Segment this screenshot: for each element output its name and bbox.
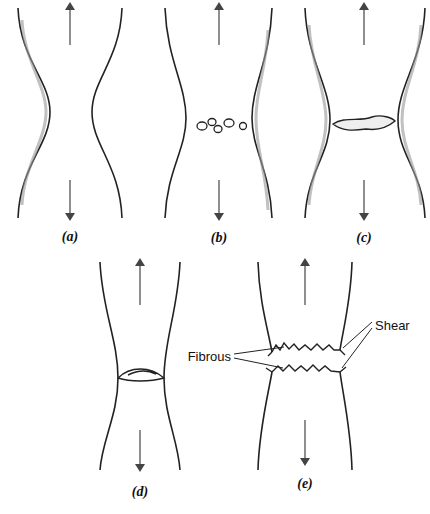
specimen-edge <box>398 8 425 218</box>
specimen-edge <box>92 8 122 218</box>
specimen-edge <box>164 262 180 470</box>
specimen-edge <box>258 372 272 470</box>
panel-label: (a) <box>62 230 78 244</box>
panel-label: (c) <box>356 231 372 245</box>
load-arrows <box>70 6 364 468</box>
region-label: Fibrous <box>188 350 231 363</box>
specimen-outlines <box>18 8 425 470</box>
specimen-edge <box>340 372 352 470</box>
specimen-edge <box>258 262 272 352</box>
specimen-edge <box>18 8 50 218</box>
leader-lines <box>234 322 372 368</box>
crack <box>118 369 164 381</box>
panel-label: (d) <box>132 485 148 499</box>
crack <box>333 116 395 130</box>
specimen-edge <box>340 262 352 350</box>
specimen-edge <box>165 8 186 218</box>
specimen-edge <box>305 8 330 218</box>
panel-label: (b) <box>211 231 227 245</box>
edge-shading <box>22 20 421 210</box>
specimen-edge <box>252 8 272 218</box>
voids <box>197 119 247 133</box>
region-label: Shear <box>375 319 410 332</box>
panel-label: (e) <box>297 477 313 491</box>
specimen-edge <box>100 262 118 470</box>
